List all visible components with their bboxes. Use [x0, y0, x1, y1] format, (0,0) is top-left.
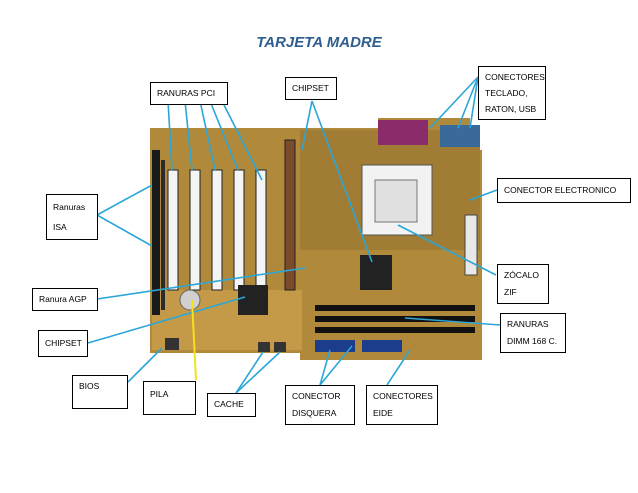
label-text: ZÓCALO: [504, 270, 539, 280]
label-text: TECLADO,: [485, 88, 528, 98]
label-conectores-teclado: CONECTORES TECLADO, RATON, USB: [478, 66, 546, 120]
label-conectores-eide: CONECTORES EIDE: [366, 385, 438, 425]
label-chipset-left: CHIPSET: [38, 330, 88, 357]
label-text: CHIPSET: [292, 83, 329, 93]
pila-line: [191, 299, 197, 381]
page-title: TARJETA MADRE: [256, 34, 382, 51]
label-ranuras-isa: Ranuras ISA: [46, 194, 98, 240]
label-text: CHIPSET: [45, 338, 82, 348]
label-chipset-top: CHIPSET: [285, 77, 337, 100]
label-text: CONECTOR ELECTRONICO: [504, 185, 617, 195]
label-text: ISA: [53, 222, 67, 232]
label-text: DISQUERA: [292, 408, 337, 418]
label-text: CONECTORES: [485, 72, 545, 82]
label-text: RANURAS: [507, 319, 549, 329]
label-pila: PILA: [143, 381, 196, 415]
label-zocalo-zif: ZÓCALO ZIF: [497, 264, 549, 304]
label-text: DIMM 168 C.: [507, 336, 558, 346]
label-conector-disquera: CONECTOR DISQUERA: [285, 385, 355, 425]
label-bios: BIOS: [72, 375, 128, 409]
label-text: ZIF: [504, 287, 517, 297]
label-text: Ranura AGP: [39, 294, 87, 304]
label-text: RANURAS PCI: [157, 88, 216, 98]
label-text: Ranuras: [53, 202, 86, 212]
label-ranuras-pci: RANURAS PCI: [150, 82, 228, 105]
label-text: BIOS: [79, 381, 100, 391]
label-text: CACHE: [214, 399, 244, 409]
label-ranuras-dimm: RANURAS DIMM 168 C.: [500, 313, 566, 353]
leader-lines: [87, 76, 501, 394]
label-ranura-agp: Ranura AGP: [32, 288, 98, 311]
label-text: EIDE: [373, 408, 393, 418]
label-cache: CACHE: [207, 393, 256, 417]
label-text: PILA: [150, 389, 169, 399]
motherboard-image: [150, 118, 482, 360]
label-conector-electronico: CONECTOR ELECTRONICO: [497, 178, 631, 203]
label-text: CONECTOR: [292, 391, 341, 401]
label-text: CONECTORES: [373, 391, 433, 401]
label-text: RATON, USB: [485, 104, 537, 114]
